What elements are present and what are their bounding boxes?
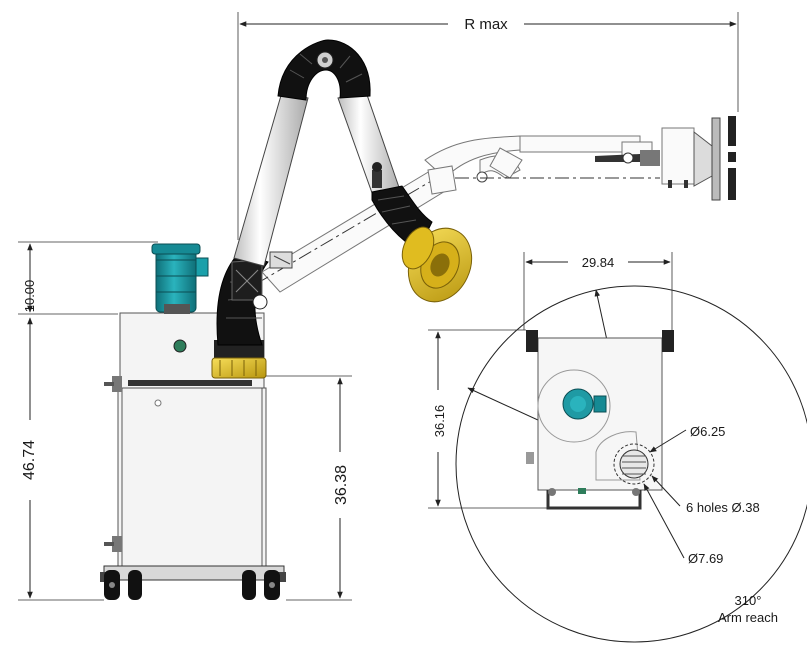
capture-hood <box>401 226 473 303</box>
callouts: Ø6.25 6 holes Ø.38 Ø7.69 310° Arm reach <box>643 424 778 625</box>
dimension-36-16: 36.16 <box>428 329 548 509</box>
cart-body <box>100 312 286 582</box>
extended-arm-ghost <box>255 116 736 293</box>
arm-base-flange <box>613 443 655 485</box>
dimension-36-38: 36.38 <box>266 375 352 601</box>
dimension-r-max: R max <box>237 12 739 240</box>
dimension-46-74: 46.74 <box>18 317 104 601</box>
dim-36-16-label: 36.16 <box>432 405 447 438</box>
folded-arm <box>216 39 433 346</box>
arm-reach-label: Arm reach <box>718 610 778 625</box>
dimension-29-84: 29.84 <box>523 252 673 330</box>
blower-motor <box>151 243 209 314</box>
dim-36-38-label: 36.38 <box>333 465 350 505</box>
top-view-motor <box>562 388 607 420</box>
r-max-label: R max <box>464 16 508 33</box>
holes-label: 6 holes Ø.38 <box>686 500 760 515</box>
arm-base-collar <box>211 340 267 379</box>
angle-label: 310° <box>735 593 762 608</box>
dim-10-label: 10.00 <box>22 280 37 313</box>
dim-29-84-label: 29.84 <box>582 255 615 270</box>
caster-wheels <box>104 570 280 600</box>
dia-6-25-label: Ø6.25 <box>690 424 725 439</box>
dimension-10: 10.00 <box>18 241 158 315</box>
top-view-cart <box>526 330 674 510</box>
dim-46-74-label: 46.74 <box>21 440 38 480</box>
dia-7-69-label: Ø7.69 <box>688 551 723 566</box>
